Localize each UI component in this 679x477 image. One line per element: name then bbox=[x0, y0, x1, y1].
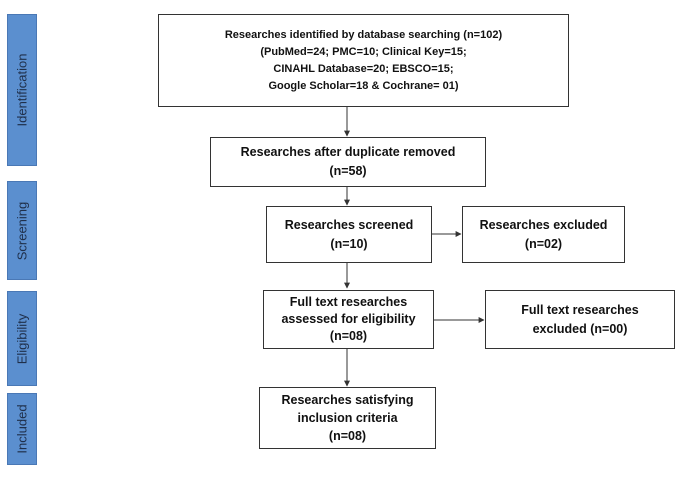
phase-eligibility: Eligibility bbox=[7, 291, 37, 386]
included-line-3: (n=08) bbox=[328, 429, 367, 443]
duplicates-line-2: (n=58) bbox=[329, 164, 367, 178]
fulltext-excluded-line-2: excluded (n=00) bbox=[532, 321, 628, 336]
fulltext-assessed-line-3: (n=08) bbox=[329, 329, 368, 343]
fulltext-assessed-line-1: Full text researches bbox=[289, 295, 408, 309]
excluded-line-1: Researches excluded bbox=[479, 217, 608, 232]
included-line-2: inclusion criteria bbox=[297, 411, 398, 425]
box-fulltext-assessed: Full text researches assessed for eligib… bbox=[263, 290, 434, 349]
screened-line-1: Researches screened bbox=[284, 217, 414, 232]
fulltext-excluded-line-1: Full text researches bbox=[521, 302, 639, 317]
fulltext-assessed-line-2: assessed for eligibility bbox=[281, 312, 416, 326]
screened-line-2: (n=10) bbox=[330, 236, 368, 251]
phase-included: Included bbox=[7, 393, 37, 465]
box-screened: Researches screened (n=10) bbox=[266, 206, 432, 263]
box-fulltext-excluded: Full text researches excluded (n=00) bbox=[485, 290, 675, 349]
box-identified: Researches identified by database search… bbox=[158, 14, 569, 107]
identified-line-1: Researches identified by database search… bbox=[224, 28, 503, 41]
duplicates-line-1: Researches after duplicate removed bbox=[240, 145, 456, 159]
box-included: Researches satisfying inclusion criteria… bbox=[259, 387, 436, 449]
phase-identification: Identification bbox=[7, 14, 37, 166]
box-duplicates-removed: Researches after duplicate removed (n=58… bbox=[210, 137, 486, 187]
identified-line-4: Google Scholar=18 & Cochrane= 01) bbox=[268, 79, 459, 92]
included-line-1: Researches satisfying bbox=[281, 393, 414, 407]
box-excluded: Researches excluded (n=02) bbox=[462, 206, 625, 263]
identified-line-2: (PubMed=24; PMC=10; Clinical Key=15; bbox=[260, 45, 467, 58]
identified-line-3: CINAHL Database=20; EBSCO=15; bbox=[273, 62, 454, 75]
excluded-line-2: (n=02) bbox=[524, 236, 563, 251]
phase-screening: Screening bbox=[7, 181, 37, 280]
